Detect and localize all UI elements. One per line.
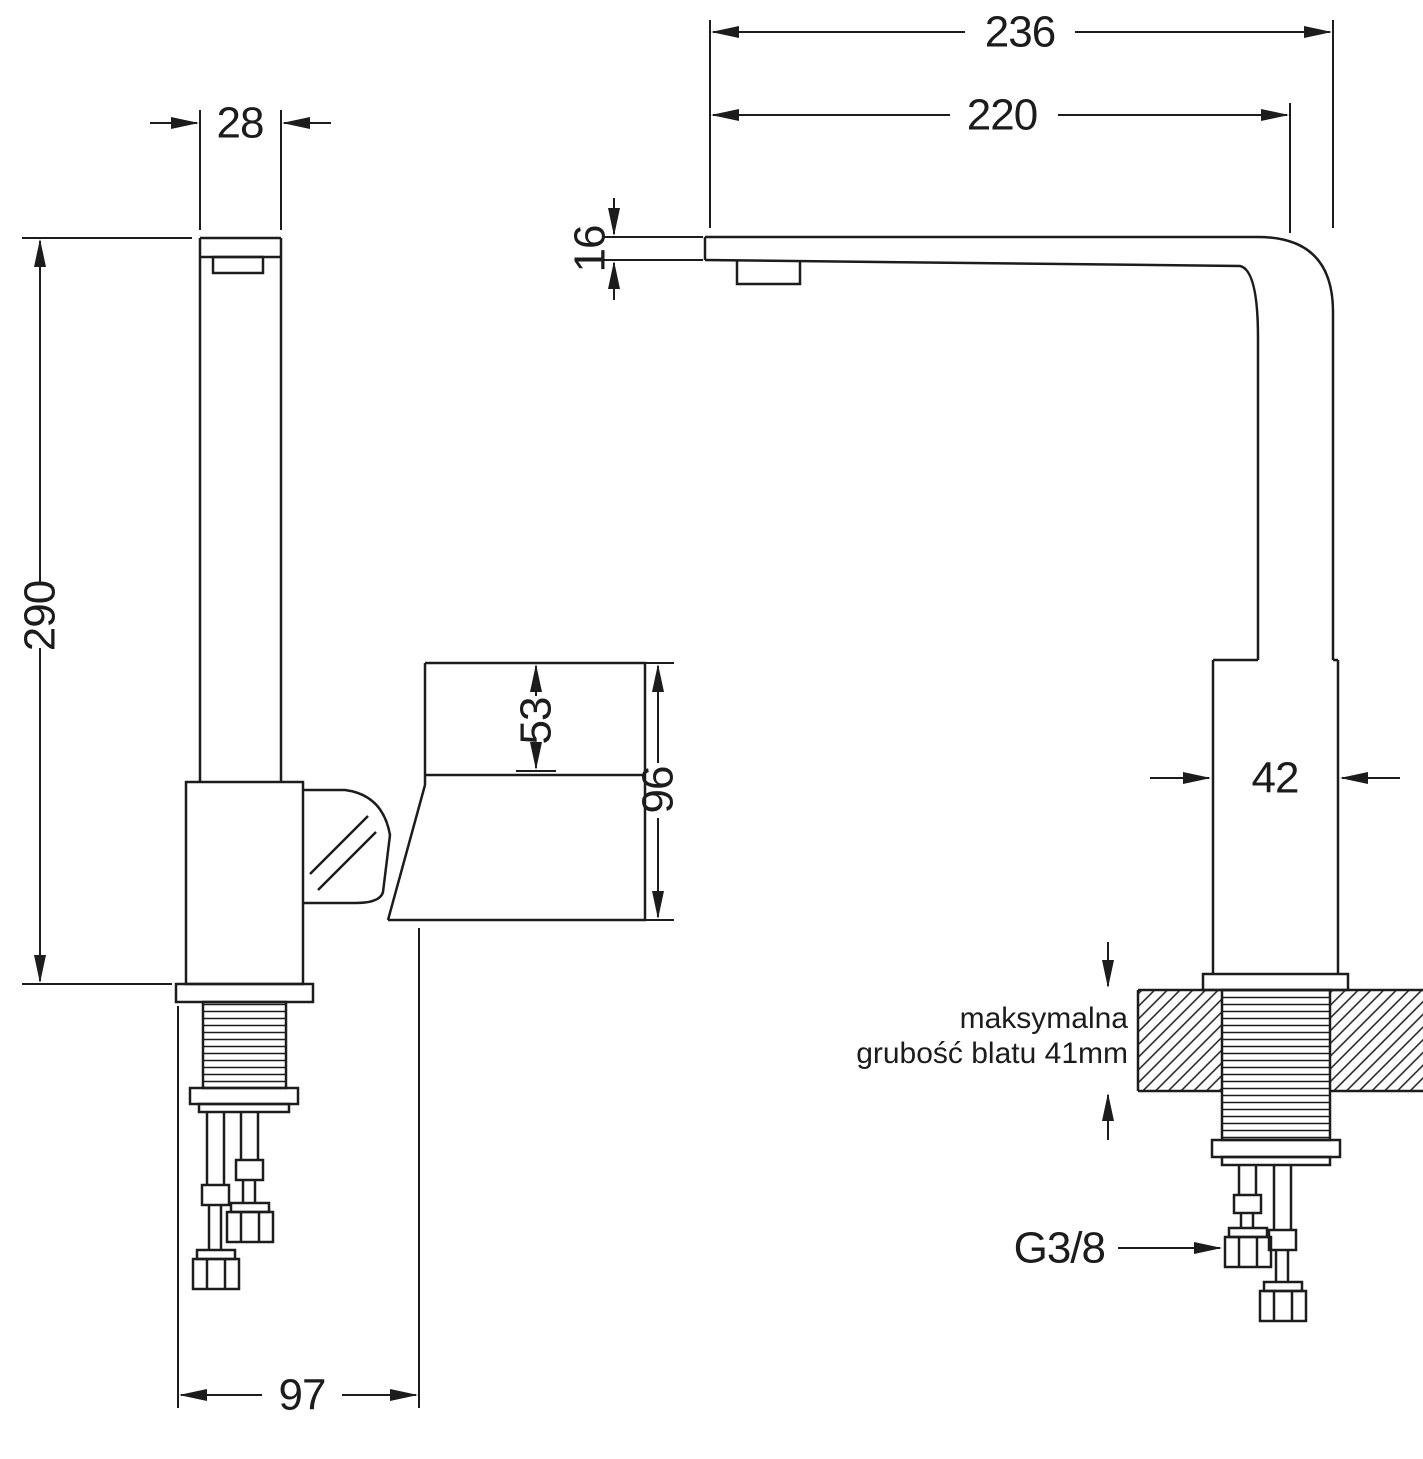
- spout-arm-outer: [705, 235, 1335, 660]
- threaded-shank-front: [1220, 988, 1332, 1142]
- front-view-dimensions: [602, 20, 1400, 1254]
- hose-a-nut-facets: [205, 1259, 227, 1289]
- hose-a-fitting: [200, 1183, 231, 1207]
- hose-c-collar: [1227, 1226, 1269, 1239]
- dim-spout-profile-label: 16: [566, 226, 615, 273]
- annotation-labels: maksymalna grubość blatu 41mm G3/8: [856, 1002, 1128, 1273]
- base-flange-front: [1201, 972, 1350, 992]
- lock-nut-front: [1210, 1138, 1342, 1159]
- hose-d-collar: [1262, 1280, 1304, 1293]
- dim-body-width-label: 42: [1252, 754, 1299, 803]
- threaded-shank: [201, 1000, 288, 1090]
- dim-spout-width-label: 28: [217, 99, 264, 148]
- dim-base-reach-label: 97: [279, 1371, 326, 1420]
- dim-290-extension-lines: [22, 237, 192, 985]
- dim-handle-thickness-label: 53: [512, 698, 561, 745]
- supply-hose-a: [205, 1112, 226, 1185]
- faucet-body: [184, 780, 305, 986]
- hose-a-tube: [207, 1205, 223, 1250]
- washer: [197, 1102, 291, 1114]
- side-view-dimensions: [22, 110, 674, 1408]
- hose-b-nut: [225, 1210, 275, 1244]
- thread-size-label: G3/8: [1014, 1224, 1105, 1273]
- supply-hose-c: [1237, 1165, 1258, 1195]
- washer-front: [1220, 1155, 1332, 1167]
- hose-d-nut: [1258, 1289, 1308, 1323]
- aerator-cap: [211, 255, 265, 275]
- hose-b-nut-facets: [239, 1212, 261, 1242]
- dim-spout-reach-label: 220: [967, 91, 1037, 140]
- supply-hose-b: [239, 1112, 260, 1160]
- front-view-object: [703, 235, 1423, 1323]
- hose-a-collar: [195, 1248, 237, 1261]
- dim-total-reach-label: 236: [985, 8, 1055, 57]
- side-view-object: [174, 236, 647, 1291]
- aerator-block: [735, 261, 802, 286]
- body-column: [1211, 658, 1340, 974]
- handle-pivot: [303, 788, 392, 905]
- hose-b-tube: [241, 1180, 257, 1203]
- hose-d-tube: [1274, 1250, 1290, 1282]
- dim-16-extension-lines: [602, 236, 703, 261]
- hose-c-tube: [1239, 1213, 1255, 1228]
- counter-note-line1: maksymalna: [960, 1002, 1129, 1035]
- hose-d-nut-facets: [1272, 1291, 1294, 1321]
- hose-a-nut: [191, 1257, 241, 1291]
- base-flange: [174, 982, 315, 1004]
- hose-b-fitting: [234, 1158, 265, 1182]
- hose-c-fitting: [1232, 1193, 1263, 1215]
- dim-28-extension-lines: [199, 110, 282, 230]
- hose-b-collar: [229, 1201, 271, 1214]
- countertop-hatch-left: [1138, 990, 1222, 1091]
- supply-hose-d: [1272, 1165, 1293, 1230]
- dim-236-extension-lines: [709, 20, 1334, 228]
- counter-note-line2: grubość blatu 41mm: [856, 1037, 1128, 1070]
- hose-c-nut: [1223, 1235, 1273, 1269]
- spout-column: [198, 236, 283, 782]
- dim-96-extension-lines: [645, 662, 674, 921]
- hose-d-fitting: [1267, 1228, 1298, 1252]
- countertop-hatch-right: [1330, 990, 1423, 1091]
- dim-handle-height-label: 96: [634, 767, 683, 814]
- spout-arm-inner: [704, 258, 1260, 660]
- hose-c-nut-facets: [1237, 1237, 1259, 1267]
- dim-spout-height-label: 290: [16, 581, 65, 651]
- lock-nut: [188, 1086, 300, 1106]
- handle-pivot-detail: [309, 815, 377, 891]
- handle-blade: [386, 661, 647, 922]
- dim-97-extension-lines: [177, 928, 420, 1408]
- dimension-labels: 28 290 53 96 97 236 220 16 42: [16, 8, 1300, 1420]
